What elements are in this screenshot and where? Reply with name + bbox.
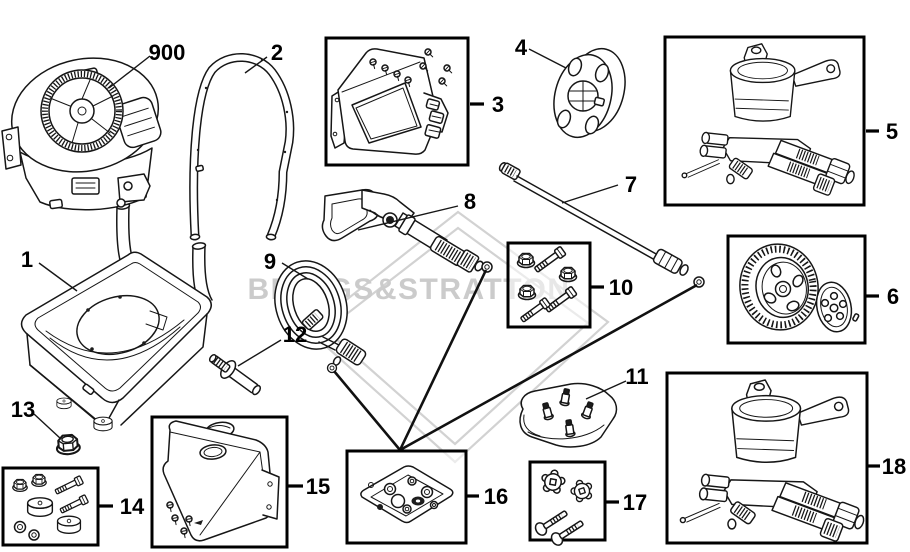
part-2-label[interactable]: 2 xyxy=(271,40,283,65)
part-18-pump-group[interactable]: 18 xyxy=(665,371,906,543)
part-17-label[interactable]: 17 xyxy=(623,490,647,515)
part-5-label[interactable]: 5 xyxy=(886,119,898,144)
part-13-nut-group[interactable]: 13 xyxy=(11,397,82,457)
part-12-leader xyxy=(237,339,282,367)
part-15-art xyxy=(162,420,280,542)
part-5-pump-group[interactable]: 5 xyxy=(663,35,898,207)
part-4-art xyxy=(553,47,626,139)
part-9-hose-group[interactable]: 9 xyxy=(264,249,367,374)
part-1-label[interactable]: 1 xyxy=(21,247,33,272)
part-2-handle-group[interactable]: 2 xyxy=(189,40,295,241)
part-10-label[interactable]: 10 xyxy=(609,275,633,300)
part-8-leader xyxy=(357,205,459,231)
part-8-gun-group[interactable]: 8 xyxy=(321,188,493,273)
part-11-art xyxy=(519,382,618,448)
part-14-art xyxy=(12,474,89,541)
part-3-panel-group[interactable]: 3 xyxy=(324,36,504,167)
part-9-label[interactable]: 9 xyxy=(264,249,276,274)
part-900-label[interactable]: 900 xyxy=(149,40,186,65)
oring-kit-leaders xyxy=(333,269,698,452)
part-3-art xyxy=(330,47,453,155)
part-900-engine-group[interactable]: 900 xyxy=(1,40,186,211)
part-12-label[interactable]: 12 xyxy=(283,322,307,347)
part-1-art xyxy=(20,202,213,432)
part-2-leader xyxy=(244,56,268,74)
part-11-label[interactable]: 11 xyxy=(625,364,648,389)
part-7-wand-group[interactable]: 7 xyxy=(498,162,705,288)
part-15-tank-group[interactable]: 15 xyxy=(150,415,330,549)
part-12-axle-bolt-group[interactable]: 12 xyxy=(205,322,307,400)
part-9-leader xyxy=(281,262,309,280)
part-14-label[interactable]: 14 xyxy=(120,494,145,519)
part-11-leader xyxy=(585,380,627,400)
part-7-label[interactable]: 7 xyxy=(625,172,637,197)
part-16-art xyxy=(360,465,454,524)
part-6-art xyxy=(739,243,860,333)
part-3-label[interactable]: 3 xyxy=(492,92,504,117)
part-1-frame-group[interactable]: 1 xyxy=(20,202,213,432)
part-900-leader xyxy=(108,55,151,89)
part-16-seal-kit-group[interactable]: 16 xyxy=(345,449,508,545)
part-13-label[interactable]: 13 xyxy=(11,397,35,422)
part-4-adapter-group[interactable]: 4 xyxy=(515,35,633,144)
part-14-hardware-kit-group[interactable]: 14 xyxy=(1,466,145,547)
part-8-label[interactable]: 8 xyxy=(464,189,476,214)
part-11-nozzle-kit-group[interactable]: 11 xyxy=(519,364,649,448)
part-6-label[interactable]: 6 xyxy=(887,284,899,309)
part-1-leader xyxy=(38,262,78,292)
part-6-wheel-group[interactable]: 6 xyxy=(726,234,899,345)
part-16-label[interactable]: 16 xyxy=(484,484,508,509)
part-13-leader xyxy=(33,413,62,440)
part-2-art xyxy=(189,53,295,241)
part-9-art xyxy=(274,260,367,374)
part-900-art xyxy=(1,57,162,211)
part-7-leader xyxy=(561,184,619,204)
part-15-label[interactable]: 15 xyxy=(306,474,330,499)
part-10-bolt-kit-group[interactable]: 10 xyxy=(506,241,633,329)
part-4-leader xyxy=(528,48,567,69)
part-17-knob-kit-group[interactable]: 17 xyxy=(528,460,647,547)
part-12-art xyxy=(208,354,262,396)
part-8-art xyxy=(321,188,493,273)
part-4-label[interactable]: 4 xyxy=(515,35,528,60)
part-7-art xyxy=(498,162,705,288)
part-18-label[interactable]: 18 xyxy=(882,454,906,479)
